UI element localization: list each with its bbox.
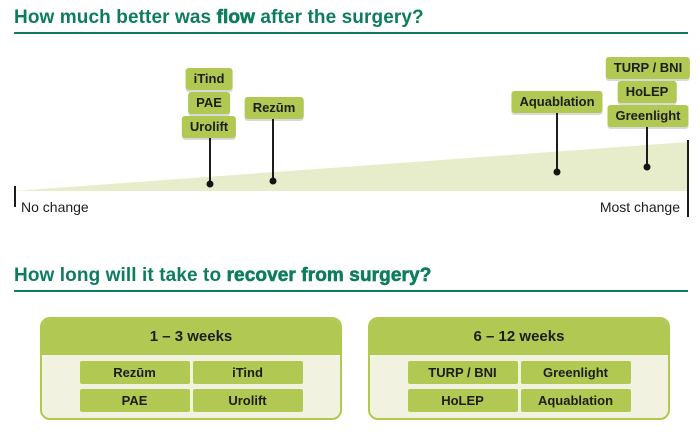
treatment-cell-aquablation: Aquablation (520, 389, 631, 412)
chip-rezum: Rezūm (244, 97, 304, 119)
recovery-title-pre: How long will it take to (14, 265, 227, 286)
treatment-cell-rezum: Rezūm (79, 361, 190, 384)
recovery-box-header: 6 – 12 weeks (370, 319, 668, 355)
flow-title-rule (14, 32, 688, 34)
treatment-cell-greenlight: Greenlight (520, 361, 631, 384)
treatment-cell-pae: PAE (79, 389, 190, 412)
leader-line-aquablation (556, 113, 558, 172)
leader-line-rezum (272, 119, 274, 181)
treatment-cell-urolift: Urolift (192, 389, 303, 412)
recovery-box-header: 1 – 3 weeks (42, 319, 340, 355)
data-dot-urolift-group (206, 180, 214, 188)
leader-line-greenlight-group (646, 127, 648, 167)
flow-gradient-triangle (14, 142, 688, 191)
data-dot-aquablation (553, 168, 561, 176)
flow-title-post: after the surgery? (255, 7, 424, 28)
chip-holep: HoLEP (617, 81, 677, 103)
recovery-title-rule (14, 290, 688, 292)
chip-greenlight: Greenlight (607, 105, 689, 127)
recovery-box-1-3-weeks: 1 – 3 weeks Rezūm iTind PAE Urolift (40, 317, 342, 420)
chip-itind: iTind (185, 68, 233, 90)
chip-turp-bni: TURP / BNI (605, 57, 691, 79)
chip-urolift: Urolift (181, 116, 237, 138)
axis-label-no-change: No change (21, 199, 89, 215)
treatment-cell-holep: HoLEP (407, 389, 518, 412)
flow-title-bold: flow (216, 7, 256, 29)
data-dot-greenlight-group (643, 163, 651, 171)
leader-line-urolift-group (209, 138, 211, 185)
recovery-box-6-12-weeks: 6 – 12 weeks TURP / BNI Greenlight HoLEP… (368, 317, 670, 420)
chip-pae: PAE (188, 92, 230, 114)
recovery-box-body: Rezūm iTind PAE Urolift (42, 355, 340, 412)
recovery-section-title: How long will it take to recover from su… (14, 265, 432, 287)
flow-title-pre: How much better was (14, 7, 217, 28)
recovery-title-bold: recover from surgery? (226, 265, 432, 287)
axis-start-tick (14, 186, 16, 207)
axis-end-tick (687, 140, 689, 217)
flow-section-title: How much better was flow after the surge… (14, 7, 424, 29)
axis-label-most-change: Most change (599, 199, 680, 215)
recovery-box-body: TURP / BNI Greenlight HoLEP Aquablation (370, 355, 668, 412)
treatment-cell-turp-bni: TURP / BNI (407, 361, 518, 384)
treatment-cell-itind: iTind (192, 361, 303, 384)
data-dot-rezum (269, 177, 277, 185)
chip-aquablation: Aquablation (511, 91, 603, 113)
